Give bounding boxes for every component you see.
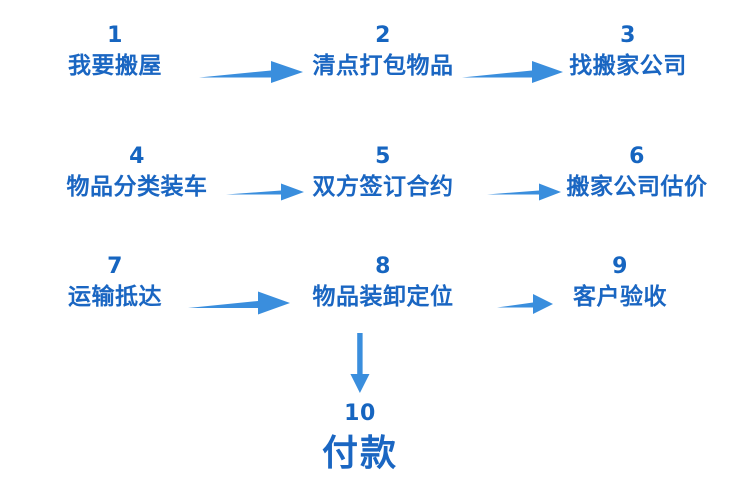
step-6-number: 6 [629, 144, 645, 169]
step-6[interactable]: 6 搬家公司估价 [567, 145, 708, 202]
step-10-label: 付款 [321, 433, 399, 475]
arrow-2-to-3-icon [462, 57, 566, 87]
step-4-label: 物品分类装车 [66, 174, 208, 201]
step-4[interactable]: 4 物品分类装车 [67, 145, 208, 202]
step-6-label: 搬家公司估价 [566, 174, 708, 201]
step-7-number: 7 [107, 254, 123, 279]
step-8[interactable]: 8 物品装卸定位 [313, 255, 454, 312]
arrow-7-to-8-icon [188, 288, 293, 318]
step-3-number: 3 [620, 23, 636, 48]
step-5-number: 5 [375, 144, 391, 169]
step-10[interactable]: 10 付款 [322, 402, 398, 476]
step-5-label: 双方签订合约 [312, 174, 454, 201]
step-2[interactable]: 2 清点打包物品 [313, 24, 454, 81]
step-2-number: 2 [375, 23, 391, 48]
arrow-8-to-10-icon [345, 333, 375, 395]
step-3[interactable]: 3 找搬家公司 [569, 24, 687, 81]
step-8-label: 物品装卸定位 [312, 284, 454, 311]
step-8-number: 8 [375, 254, 391, 279]
step-2-label: 清点打包物品 [312, 53, 454, 80]
arrow-4-to-5-icon [226, 180, 306, 204]
arrow-5-to-6-icon [487, 180, 563, 204]
step-9-label: 客户验收 [573, 284, 667, 311]
step-9-number: 9 [612, 254, 628, 279]
step-9[interactable]: 9 客户验收 [573, 255, 667, 312]
step-7-label: 运输抵达 [68, 284, 162, 311]
arrow-1-to-2-icon [199, 57, 307, 87]
step-1-number: 1 [107, 23, 123, 48]
arrow-8-to-9-icon [497, 291, 555, 317]
step-7[interactable]: 7 运输抵达 [68, 255, 162, 312]
step-3-label: 找搬家公司 [569, 53, 687, 80]
step-10-number: 10 [344, 401, 376, 426]
step-1[interactable]: 1 我要搬屋 [68, 24, 162, 81]
step-5[interactable]: 5 双方签订合约 [313, 145, 454, 202]
step-4-number: 4 [129, 144, 145, 169]
step-1-label: 我要搬屋 [68, 53, 162, 80]
